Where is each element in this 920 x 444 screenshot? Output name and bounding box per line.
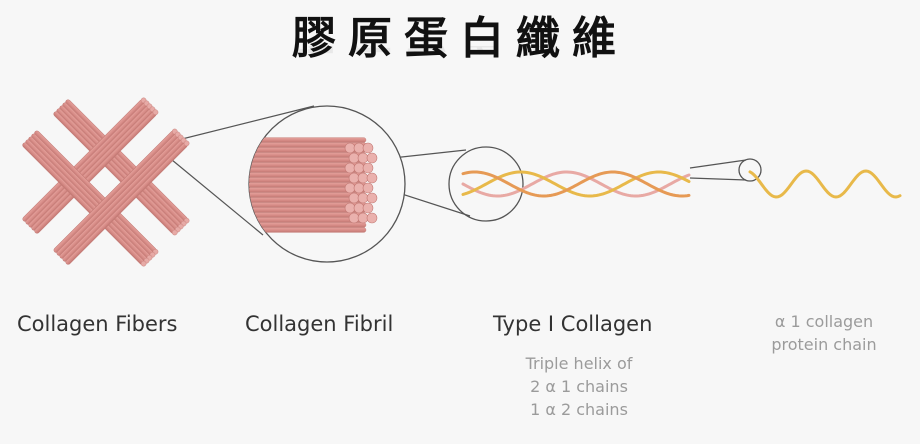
connector-line [165, 105, 315, 144]
fibril-rod-end [348, 172, 360, 184]
fiber-bundle [53, 99, 190, 236]
alpha-chain-magnifier-circle [738, 158, 762, 182]
connector-line [689, 159, 747, 169]
label-alpha-chain-line1: α 1 collagen [774, 312, 874, 331]
helix-strand [461, 170, 691, 198]
helix-strand [461, 170, 691, 198]
fiber-bundle [22, 97, 159, 234]
fibril-rod-end [362, 162, 374, 174]
fibril-rod [249, 197, 367, 203]
fibril-rod-end [353, 202, 365, 214]
label-alpha-chain-line2: protein chain [771, 335, 877, 354]
label-collagen-fibril: Collagen Fibril [245, 312, 394, 336]
fibril-rod-end [348, 152, 360, 164]
fibril-rod-end [344, 202, 356, 214]
triple-helix-illustration [461, 170, 691, 198]
fibril-rod-end [348, 192, 360, 204]
fibril-rod-end [357, 192, 369, 204]
fibril-rod-end [353, 182, 365, 194]
fibril-rod-end [357, 152, 369, 164]
fibril-rod-end [366, 192, 378, 204]
fibril-rod-end [353, 162, 365, 174]
connector-line [689, 177, 747, 181]
fiber-bundle [53, 128, 190, 265]
label-type-1-collagen: Type I Collagen [493, 312, 653, 336]
fibril-rod-end [366, 152, 378, 164]
fibril-rod [249, 137, 367, 143]
fibril-rod [249, 227, 367, 233]
collagen-fibers-illustration [22, 97, 190, 267]
alpha-chain-illustration [748, 169, 902, 199]
label-alpha-chain: α 1 collagen protein chain [762, 310, 886, 356]
fibril-rod-end [344, 182, 356, 194]
fibril-rod [249, 217, 367, 223]
fiber-end [140, 260, 147, 267]
type1-description-line2: 2 α 1 chains [530, 377, 628, 396]
fibril-rod [249, 152, 367, 158]
fibril-rod-end [348, 212, 360, 224]
fiber-bundle [22, 130, 159, 267]
helix-magnifier-circle [448, 146, 524, 222]
fibril-rod-end [357, 172, 369, 184]
collagen-fibril-illustration [249, 137, 378, 233]
connector-line [165, 154, 264, 236]
alpha-chain-strand [748, 169, 902, 199]
fibril-rod-end [366, 172, 378, 184]
type1-description-line3: 1 α 2 chains [530, 400, 628, 419]
fibril-rod [249, 172, 367, 178]
label-collagen-fibers: Collagen Fibers [17, 312, 178, 336]
type1-description: Triple helix of 2 α 1 chains 1 α 2 chain… [505, 352, 653, 421]
fibril-rod-end [344, 142, 356, 154]
fibril-rod [249, 212, 367, 218]
fiber-end [183, 140, 190, 147]
fibril-rod [249, 157, 367, 163]
fibril-rod-end [362, 142, 374, 154]
fiber-end [171, 229, 178, 236]
helix-strand [461, 170, 691, 198]
fibril-rod-end [362, 182, 374, 194]
fibril-rod [249, 222, 367, 228]
fibril-rod-end [344, 162, 356, 174]
fibril-rod-end [357, 212, 369, 224]
page-title: 膠原蛋白纖維 [292, 13, 628, 64]
fiber-end [152, 109, 159, 116]
fibril-rod-end [366, 212, 378, 224]
fibril-rod-end [353, 142, 365, 154]
fibril-rod-end [362, 202, 374, 214]
fibril-rod [249, 177, 367, 183]
type1-description-line1: Triple helix of [525, 354, 633, 373]
fibril-rod [249, 192, 367, 198]
